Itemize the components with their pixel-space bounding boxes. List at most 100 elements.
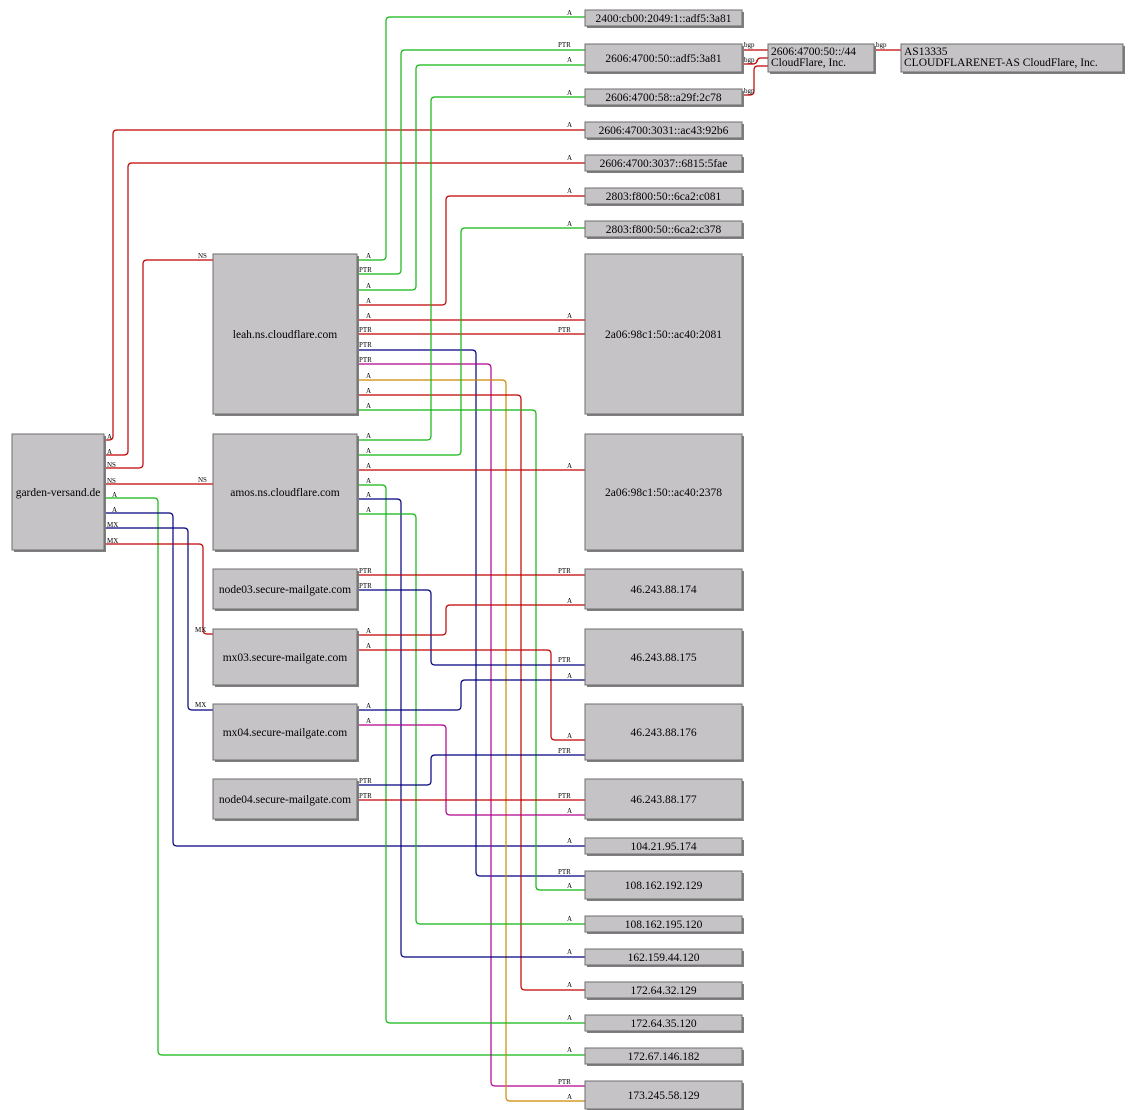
node-label: 172.64.32.129 [630, 985, 696, 997]
edge-label: PTR [359, 356, 372, 364]
node-ip-108-192: 108.162.192.129 [584, 870, 744, 901]
edge-label: A [107, 433, 112, 441]
edge-amos-a-162 [357, 498, 585, 958]
edge-domain-a-3037 [104, 162, 585, 456]
node-label: 46.243.88.175 [630, 652, 696, 664]
edge-label: NS [107, 461, 116, 469]
edge-domain-a-3031 [104, 129, 585, 441]
edge-mx04-a-175 [357, 679, 585, 711]
edge-label: A [567, 89, 572, 97]
node-label: 46.243.88.174 [630, 584, 696, 596]
edge-mx03-a-176 [357, 649, 585, 741]
edge-mx04-a-177 [357, 724, 585, 816]
edge-label: A [567, 807, 572, 815]
edge-leah-a-2606-50 [357, 64, 585, 291]
node-label: mx04.secure-mailgate.com [223, 727, 348, 739]
edge-label: A [567, 981, 572, 989]
edge-label: NS [198, 252, 207, 260]
node-domain: garden-versand.de [11, 433, 106, 552]
node-label: 162.159.44.120 [628, 952, 700, 964]
edge-domain-a-172-67 [104, 497, 585, 1056]
node-leah: leah.ns.cloudflare.com [212, 253, 359, 416]
node-label: 2803:f800:50::6ca2:c378 [606, 224, 722, 236]
edge-label: A [567, 154, 572, 162]
edge-amos-a-2803-378 [357, 227, 585, 456]
node-label: CLOUDFLARENET-AS CloudFlare, Inc. [904, 57, 1098, 69]
edge-amos-a-2606-58 [357, 96, 585, 441]
node-label: 173.245.58.129 [628, 1090, 700, 1102]
edge-label: A [366, 477, 371, 485]
edge-bgp-2606-50b-prefix [742, 57, 768, 65]
node-ip-176: 46.243.88.176 [584, 703, 744, 762]
edge-label: A [366, 506, 371, 514]
edge-label: PTR [558, 868, 571, 876]
node-ip-104: 104.21.95.174 [584, 837, 744, 856]
node-label: AS13335 [904, 46, 948, 58]
edge-label: A [366, 252, 371, 260]
edge-mx03-a-174 [357, 604, 585, 636]
edge-label: A [366, 372, 371, 380]
edge-label: PTR [359, 326, 372, 334]
edge-bgp-2606-58-prefix [742, 65, 768, 96]
edge-label: A [366, 462, 371, 470]
edge-label: A [366, 297, 371, 305]
edge-leah-a-2803-081 [357, 195, 585, 306]
node-label: 104.21.95.174 [630, 841, 696, 853]
node-label: 2400:cb00:2049:1::adf5:3a81 [595, 13, 731, 25]
edge-label: A [366, 402, 371, 410]
node-ip6-2803-378: 2803:f800:50::6ca2:c378 [584, 220, 744, 239]
edge-label: A [567, 1093, 572, 1101]
edge-label: A [567, 462, 572, 470]
node-node03: node03.secure-mailgate.com [212, 568, 359, 611]
node-label: node03.secure-mailgate.com [219, 584, 351, 596]
node-ip6-3031: 2606:4700:3031::ac43:92b6 [584, 121, 744, 140]
node-node04: node04.secure-mailgate.com [212, 778, 359, 821]
edge-label: A [366, 447, 371, 455]
node-mx04: mx04.secure-mailgate.com [212, 703, 359, 762]
edge-label: MX [195, 701, 206, 709]
edge-label: PTR [558, 567, 571, 575]
edge-label: A [366, 387, 371, 395]
edge-leah-ptr-173 [357, 363, 585, 1087]
node-ip6-2606-50: 2606:4700:50::adf5:3a81 [584, 43, 744, 74]
edge-leah-a-173 [357, 379, 585, 1102]
node-ip-173: 173.245.58.129 [584, 1080, 744, 1110]
edge-label: A [112, 506, 117, 514]
edge-label: PTR [558, 747, 571, 755]
edge-leah-ptr-108-192 [357, 349, 585, 877]
node-ip-162: 162.159.44.120 [584, 948, 744, 967]
node-mx03: mx03.secure-mailgate.com [212, 628, 359, 687]
node-label: 2606:4700:50::/44 [771, 46, 856, 58]
edge-label: bgp [876, 41, 887, 49]
edge-label: A [112, 491, 117, 499]
node-ip-177: 46.243.88.177 [584, 778, 744, 821]
node-label: 108.162.192.129 [625, 880, 703, 892]
edge-leah-a-2400 [357, 16, 585, 261]
edge-node04-ptr-176 [357, 754, 585, 786]
node-ip-172-64-35: 172.64.35.120 [584, 1014, 744, 1033]
edge-label: bgp [744, 56, 755, 64]
edge-label: A [366, 717, 371, 725]
edge-domain-mx-mx04 [104, 527, 213, 711]
edge-label: NS [107, 477, 116, 485]
edge-label: PTR [359, 582, 372, 590]
edge-label: A [567, 672, 572, 680]
node-label: 172.64.35.120 [630, 1018, 696, 1030]
node-label: 2606:4700:50::adf5:3a81 [605, 53, 722, 65]
node-label: node04.secure-mailgate.com [219, 794, 351, 806]
node-ip6-3037: 2606:4700:3037::6815:5fae [584, 154, 744, 173]
edge-amos-a-172-64-35 [357, 484, 585, 1024]
node-ip-175: 46.243.88.175 [584, 628, 744, 687]
edge-label: PTR [359, 792, 372, 800]
edge-label: A [366, 627, 371, 635]
edge-label: PTR [359, 567, 372, 575]
edge-label: PTR [558, 41, 571, 49]
node-label: 2803:f800:50::6ca2:c081 [606, 191, 722, 203]
node-label: 2606:4700:3037::6815:5fae [600, 158, 728, 170]
edge-domain-mx-mx03 [104, 543, 213, 635]
edge-label: MX [107, 521, 118, 529]
edge-leah-ptr-2606-50 [357, 49, 585, 275]
edge-label: A [366, 282, 371, 290]
